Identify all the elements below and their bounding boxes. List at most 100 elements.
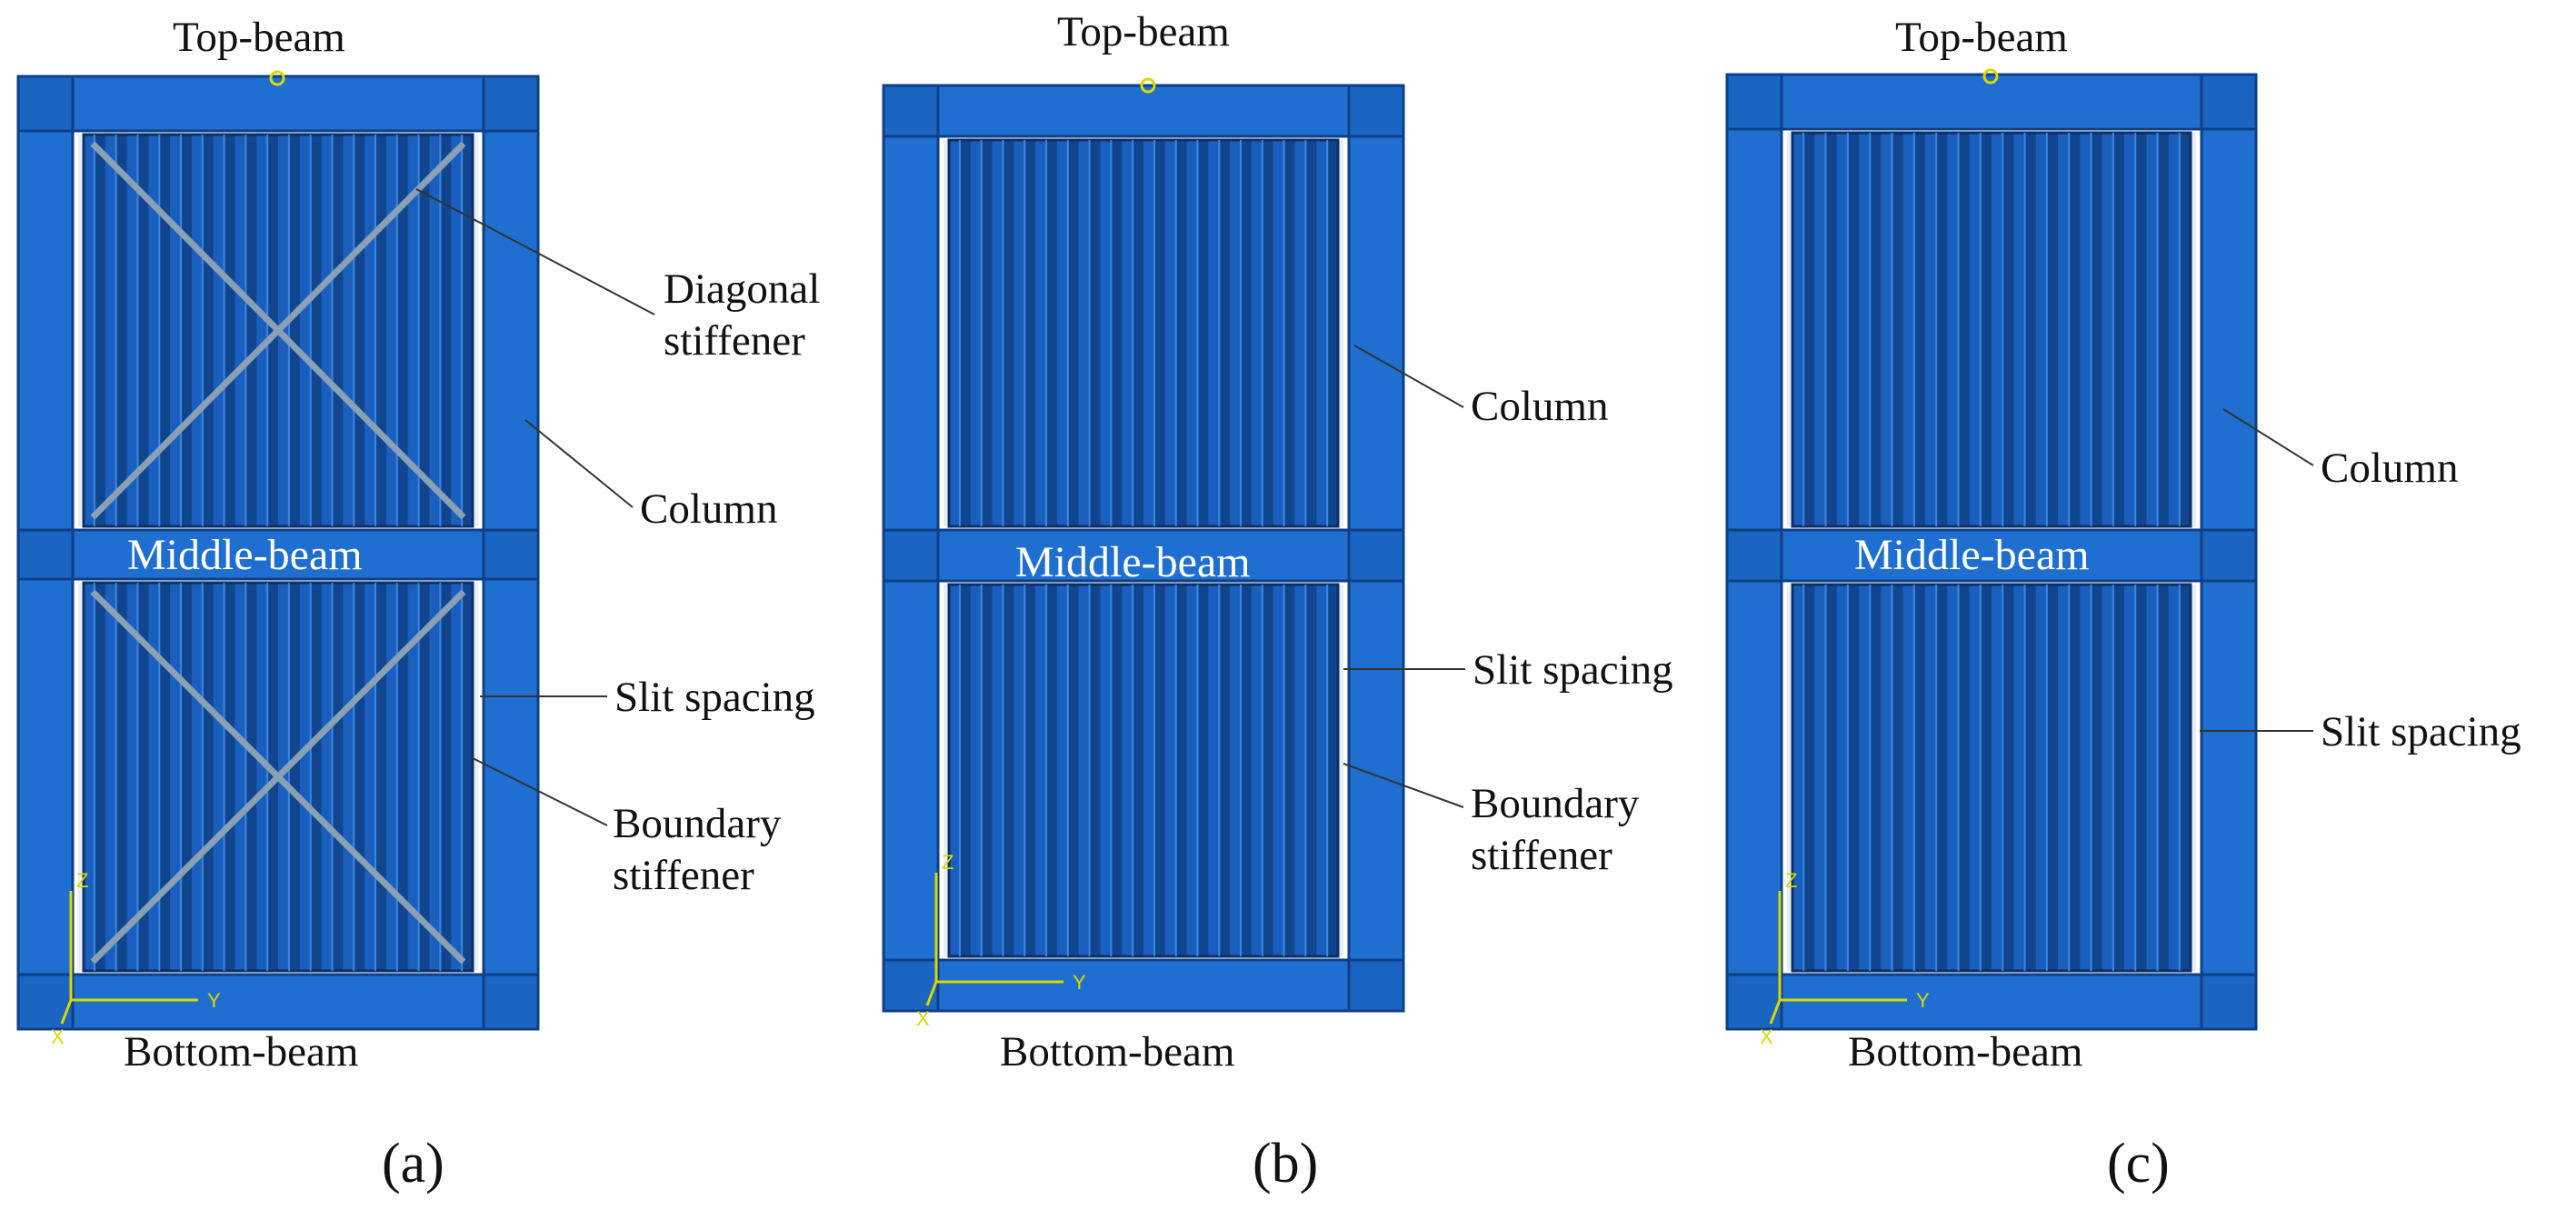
panel-a-corrugation: [419, 135, 430, 526]
panel-c-axis-label: X: [1760, 1025, 1773, 1048]
panel-c-joint: [2200, 973, 2258, 1031]
panel-b-corrugation: [982, 140, 993, 526]
panel-c-corrugation: [2003, 133, 2014, 526]
panel-c-corrugation: [1959, 133, 1970, 526]
panel-a-diagonal-stiffener-line1: Diagonal: [664, 265, 821, 313]
panel-c-corrugation: [1871, 585, 1882, 971]
panel-a-bottom-beam: [16, 973, 540, 1031]
panel-b-corrugation: [1025, 140, 1036, 526]
panel-a-bottom-beam-label: Bottom-beam: [124, 1028, 359, 1075]
panel-b-boundary-stiffener-line1: Boundary: [1471, 780, 1640, 827]
panel-c-corrugation: [2092, 585, 2102, 971]
panel-b-corrugation: [1263, 585, 1273, 956]
panel-a-corrugation: [463, 583, 473, 971]
panel-b-corrugation: [1284, 140, 1295, 526]
panel-a-corrugation: [138, 583, 149, 971]
panel-a-axis-label: Z: [76, 869, 88, 892]
panel-b-joint: [1347, 84, 1405, 138]
panel-a-corrugation: [116, 583, 127, 971]
panel-a-corrugation: [182, 135, 192, 526]
panel-c-corrugation: [2136, 133, 2147, 526]
panel-b-slit-spacing-label: Slit spacing: [1473, 646, 1673, 694]
panel-b-corrugation: [1003, 585, 1014, 956]
panel-b-corrugation: [1068, 585, 1079, 956]
panel-b-corrugation: [1242, 585, 1252, 956]
panel-b-corrugation: [1155, 140, 1165, 526]
panel-b-x-axis: [925, 981, 938, 1006]
panel-c-corrugation: [1892, 133, 1903, 526]
panel-a-joint: [482, 528, 540, 581]
panel-c-corrugation: [2048, 133, 2058, 526]
panel-b-joint: [882, 958, 940, 1013]
panel-b-corrugation: [961, 140, 971, 526]
panel-a-corrugation: [203, 135, 214, 526]
panel-a-frame: ZYX: [16, 70, 540, 1048]
panel-b-axis-label: Z: [942, 851, 954, 874]
callout-leader-line: [2222, 408, 2314, 466]
panel-a-corrugation: [290, 583, 300, 971]
panel-a-corrugation: [376, 135, 386, 526]
panel-c-corrugation: [2070, 585, 2081, 971]
panel-a-corrugation: [354, 135, 365, 526]
panel-a-column-label: Column: [640, 485, 778, 533]
panel-c-corrugation: [1915, 133, 1925, 526]
panel-a-corrugation: [203, 583, 214, 971]
panel-c-corrugation: [1826, 133, 1837, 526]
panel-b-corrugation: [1176, 585, 1187, 956]
panel-b-joint: [1347, 528, 1405, 583]
panel-a-corrugation: [268, 583, 278, 971]
panel-b-corrugation: [961, 585, 971, 956]
panel-b-corrugation: [1112, 140, 1123, 526]
panel-b-axis-label: Y: [1073, 971, 1086, 994]
panel-a-corrugation: [354, 583, 365, 971]
panel-c-corrugation: [1937, 133, 1948, 526]
panel-b-corrugation: [1047, 140, 1057, 526]
panel-a-joint: [482, 973, 540, 1031]
panel-a-corrugation: [95, 135, 105, 526]
panel-c-corrugation: [1915, 585, 1925, 971]
panel-a-corrugation: [333, 583, 344, 971]
panel-a-corrugation: [463, 135, 473, 526]
callout-leader-line: [472, 757, 608, 826]
panel-a-corrugation: [333, 135, 344, 526]
panel-b-corrugation: [1003, 140, 1014, 526]
panel-b-corrugation: [1284, 585, 1295, 956]
panel-a-corrugation: [116, 135, 127, 526]
panel-a-boundary-stiffener-line2: stiffener: [613, 852, 754, 900]
panel-c-frame: Z Y X: [1725, 68, 2258, 1048]
panel-b-corrugation: [1306, 585, 1317, 956]
panel-c-corrugation: [2048, 585, 2058, 971]
panel-a-joint: [16, 528, 75, 581]
panel-a-corrugation: [225, 135, 235, 526]
callout-leader-line: [1353, 345, 1464, 408]
panel-b-column-label: Column: [1471, 383, 1609, 430]
panel-c-axis-label: Z: [1785, 869, 1797, 892]
panel-b-corrugation: [1242, 140, 1252, 526]
panel-b-joint: [1347, 958, 1405, 1013]
panel-b-corrugation: [1090, 585, 1101, 956]
panel-b-reference-point: [1140, 77, 1156, 94]
panel-a-corrugation: [246, 135, 257, 526]
panel-a-joint: [482, 75, 540, 133]
panel-a-corrugation: [138, 135, 149, 526]
panel-a-corrugation: [246, 583, 257, 971]
panel-b-middle-beam-label: Middle-beam: [1015, 538, 1251, 586]
panel-c-corrugation: [1982, 585, 1992, 971]
panel-c-reference-point: [1982, 68, 1999, 85]
panel-c-corrugation: [2136, 585, 2147, 971]
panel-b-joint: [882, 84, 940, 138]
panel-b-top-beam-label: Top-beam: [1057, 8, 1230, 55]
panel-c-corrugation: [2114, 585, 2124, 971]
panel-c-axis-label: Y: [1916, 989, 1930, 1012]
panel-c-bottom-beam: [1725, 973, 2258, 1031]
panel-c-caption: (c): [2107, 1133, 2170, 1195]
panel-c-corrugation: [1849, 133, 1859, 526]
panel-b-corrugation: [1025, 585, 1036, 956]
panel-b-corrugation: [1198, 585, 1209, 956]
panel-b-boundary-stiffener-label: Boundary stiffener: [1471, 778, 1639, 883]
panel-b-corrugation: [1047, 585, 1057, 956]
panel-c-corrugation: [2181, 585, 2191, 971]
panel-b-bottom-beam-label: Bottom-beam: [1000, 1028, 1235, 1075]
